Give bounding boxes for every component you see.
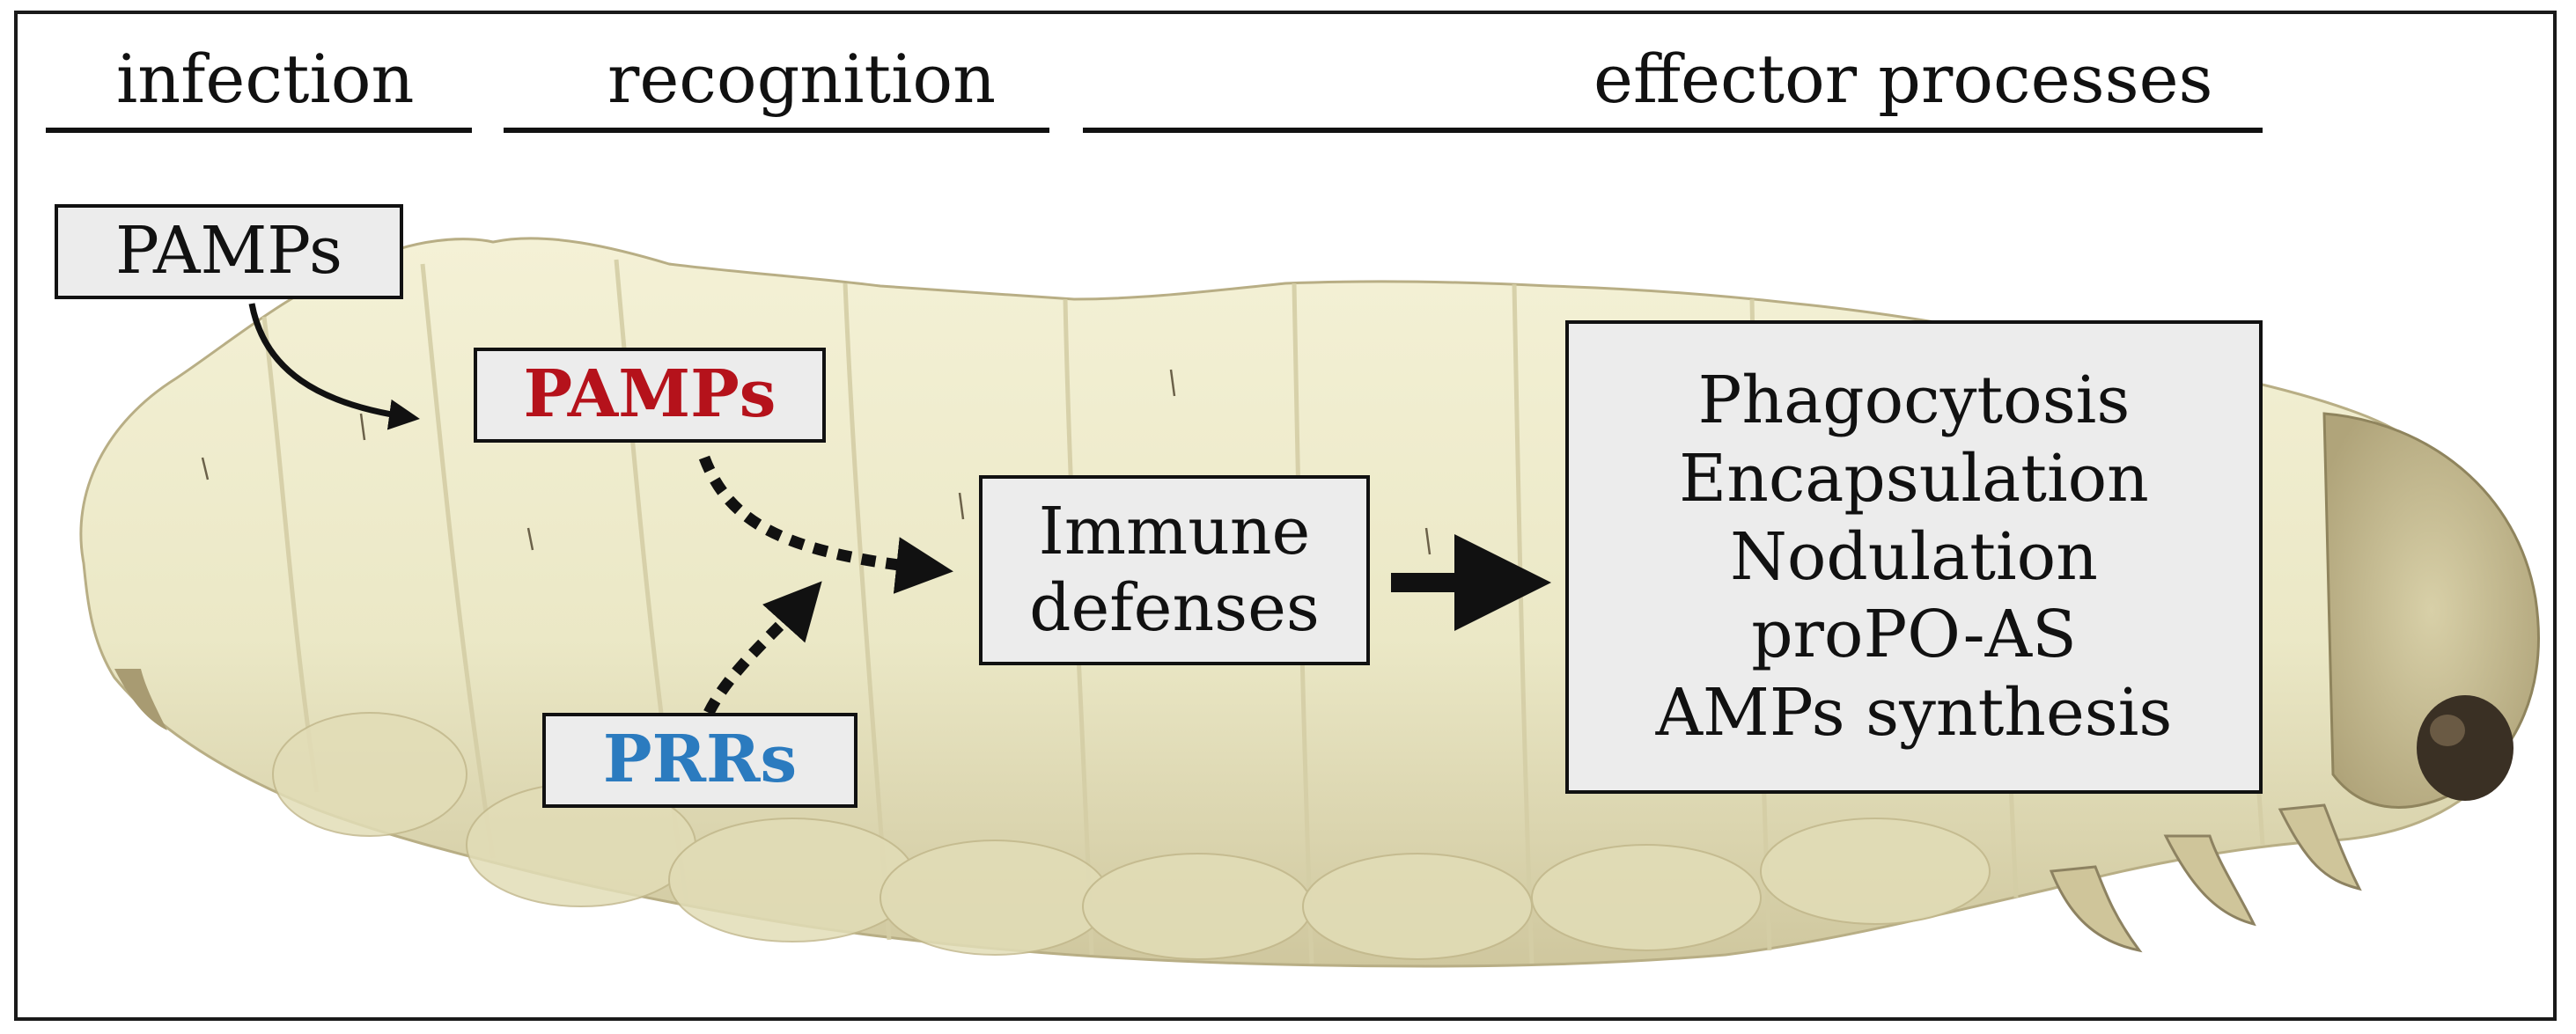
pamps-recognition-arrow [698,455,953,594]
phase-infection-line [46,128,472,133]
phase-recognition-line [504,128,1049,133]
prrs-box: PRRs [542,713,857,808]
effector-propo-as: proPO-AS [1751,597,2077,673]
entry-arrow [248,303,420,430]
pamps-outside-label: PAMPs [115,213,342,290]
phase-infection-label: infection [116,40,415,118]
pamps-outside-box: PAMPs [55,204,403,299]
effector-encapsulation: Encapsulation [1679,440,2149,517]
immune-defenses-line-2: defenses [1029,570,1320,646]
prrs-label: PRRs [602,722,798,798]
prrs-recognition-arrow [703,581,822,715]
immune-defenses-line-1: Immune [1038,493,1311,569]
effector-nodulation: Nodulation [1730,518,2098,595]
pamps-inside-label: PAMPs [523,356,776,433]
effector-processes-box: Phagocytosis Encapsulation Nodulation pr… [1565,320,2263,794]
immune-defenses-box: Immune defenses [979,475,1370,665]
phase-effector-line [1083,128,2263,133]
effector-amps-synthesis: AMPs synthesis [1655,675,2173,752]
pamps-inside-box: PAMPs [474,348,826,443]
phase-effector-label: effector processes [1593,40,2213,118]
phase-recognition-label: recognition [607,40,997,118]
effector-phagocytosis: Phagocytosis [1697,363,2131,438]
